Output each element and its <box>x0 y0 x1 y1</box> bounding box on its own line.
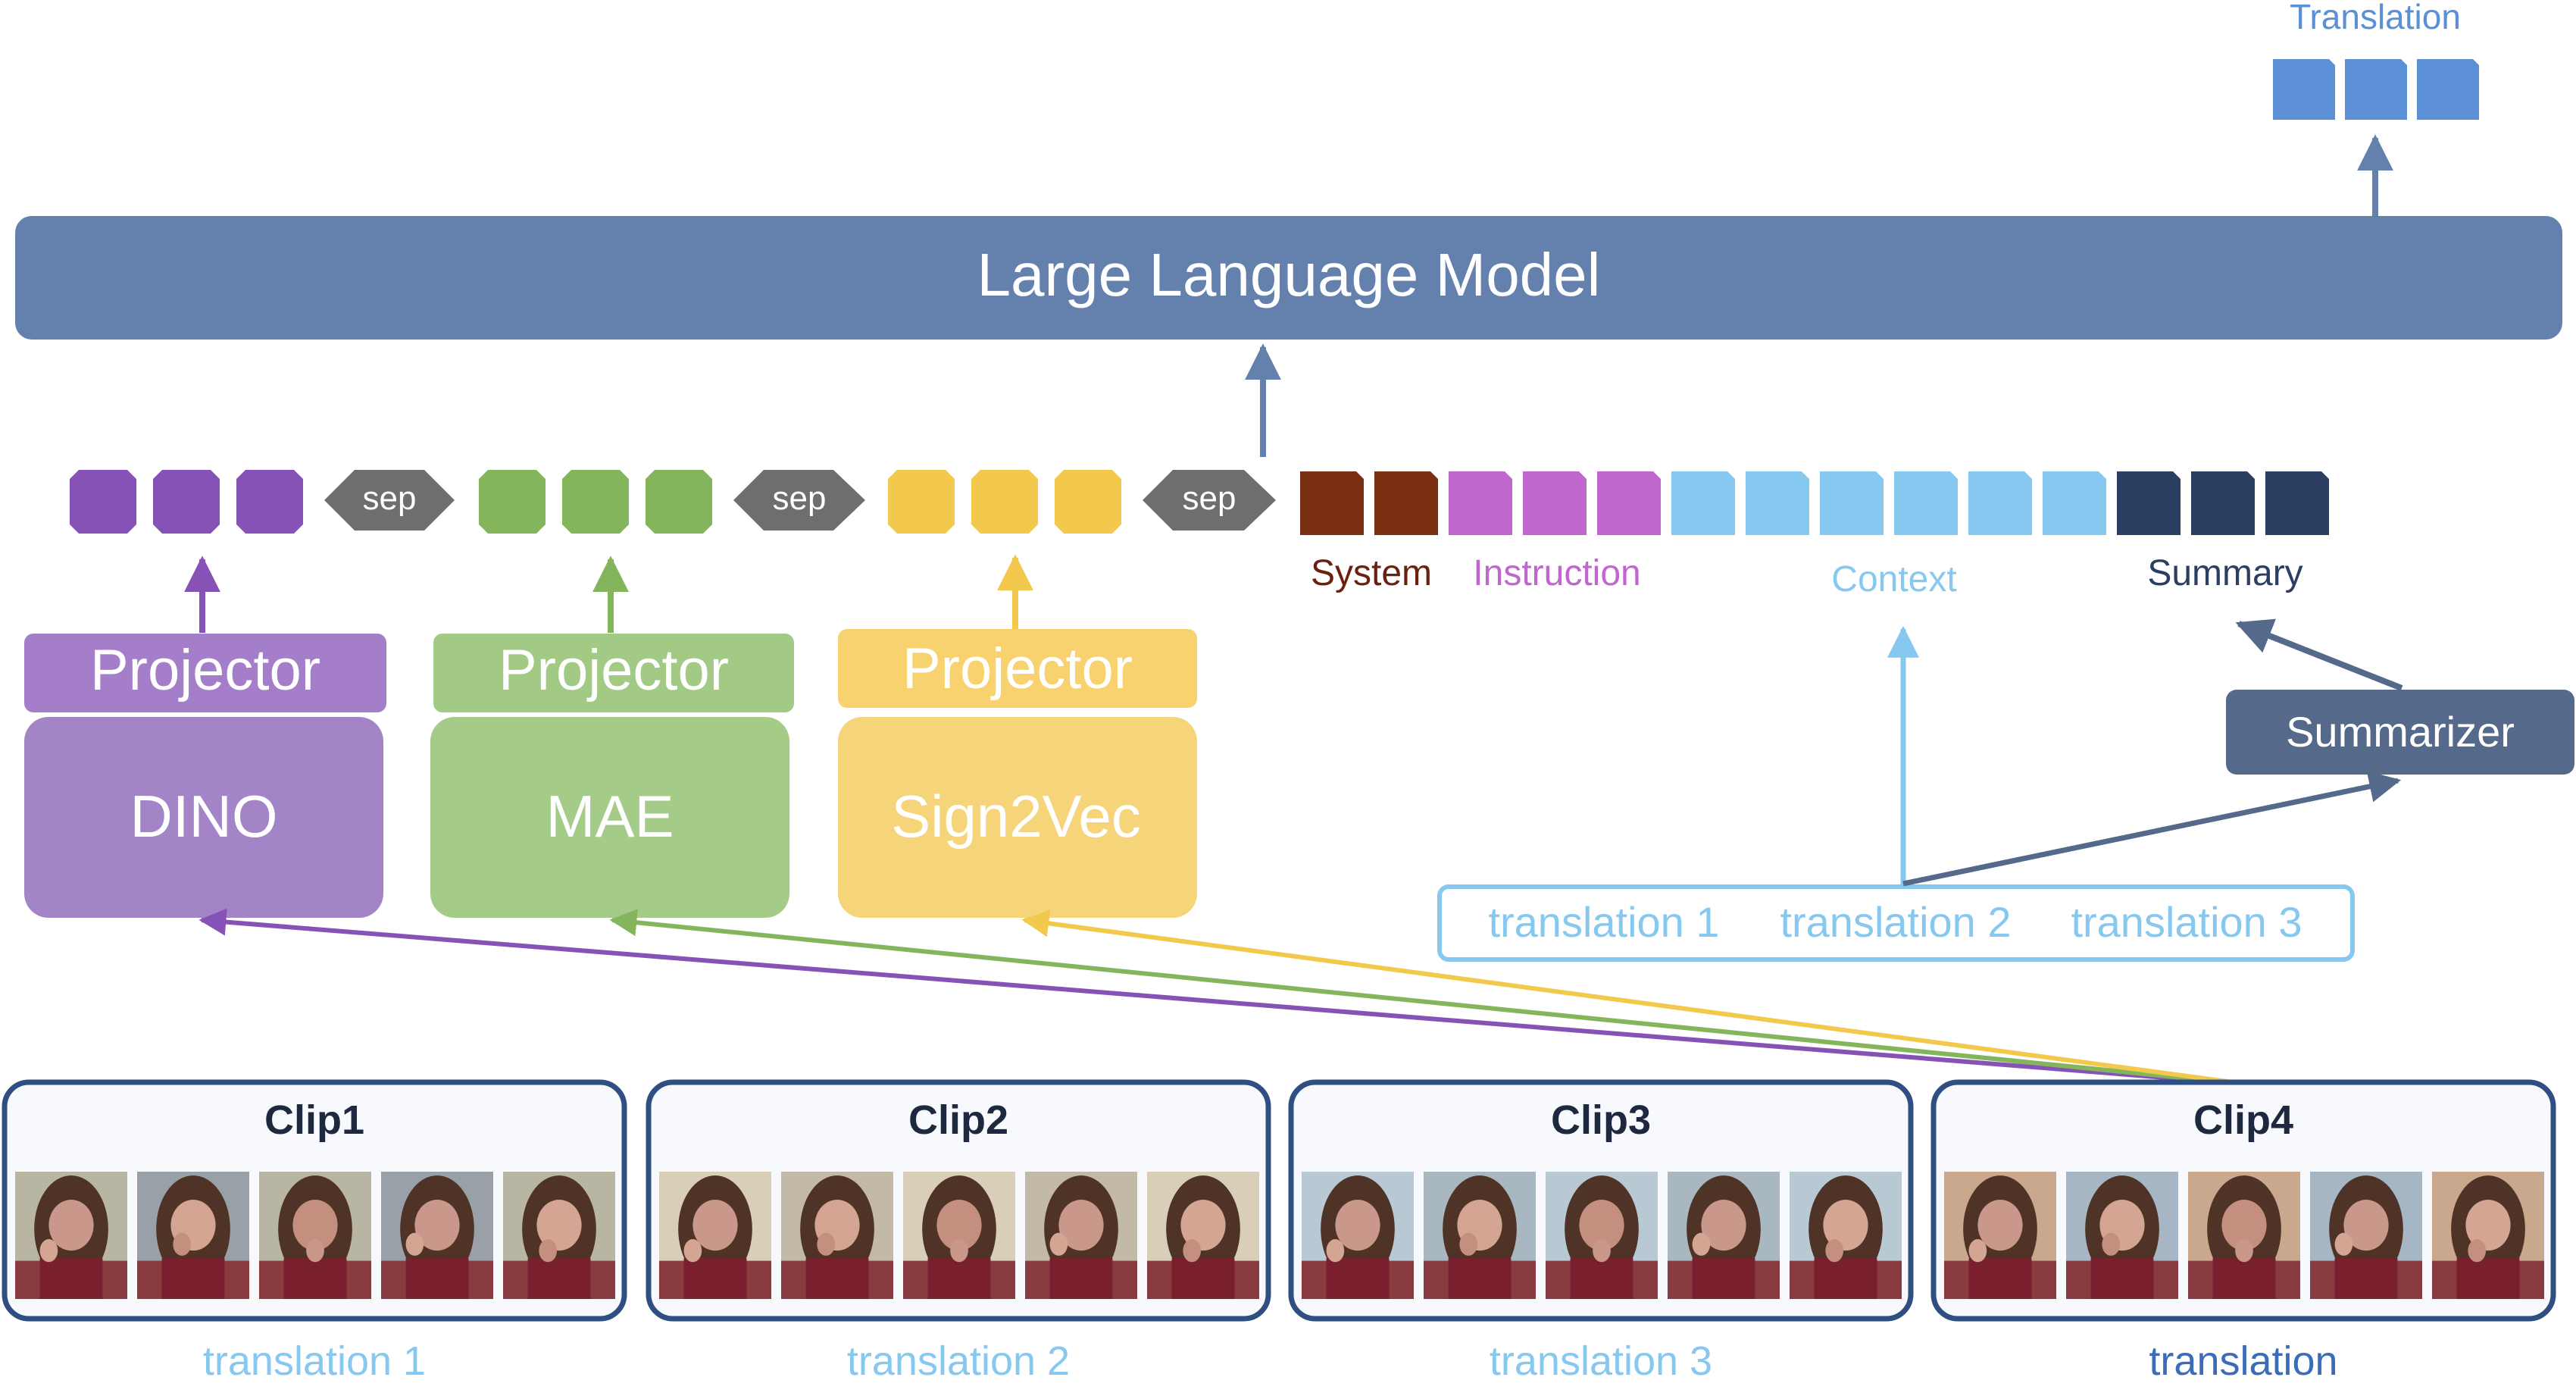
dino-visual-token <box>236 470 303 534</box>
context-token <box>1820 471 1884 535</box>
clip-panel: Clip4 <box>1930 1079 2556 1322</box>
video-frame <box>903 1172 1015 1299</box>
video-frame <box>2066 1172 2178 1299</box>
dino-encoder-label: DINO <box>130 783 278 850</box>
svg-text:sep: sep <box>773 480 827 517</box>
sign2vec-visual-token <box>888 470 955 534</box>
dino-visual-token <box>70 470 136 534</box>
video-frame <box>1944 1172 2056 1299</box>
video-frame <box>503 1172 615 1299</box>
dino-encoder <box>24 717 383 918</box>
dino-visual-token <box>153 470 220 534</box>
summary-token <box>2191 471 2255 535</box>
context-label: Context <box>1831 559 1956 599</box>
video-frame <box>1546 1172 1658 1299</box>
sign2vec-encoder <box>838 717 1197 918</box>
sign2vec-visual-token <box>971 470 1038 534</box>
output-token <box>2417 59 2479 120</box>
output-token <box>2345 59 2407 120</box>
video-frame <box>2188 1172 2300 1299</box>
video-frame <box>1302 1172 1414 1299</box>
sign2vec-projector <box>838 629 1197 708</box>
system-token <box>1374 471 1438 535</box>
output-translation-label: Translation <box>2290 0 2461 36</box>
clip-panel: Clip3 <box>1288 1079 1914 1322</box>
clip-title: Clip1 <box>264 1097 364 1143</box>
video-frame <box>1424 1172 1536 1299</box>
prompt-token-row <box>1300 471 2329 535</box>
clip-panel: Clip1 <box>2 1079 627 1322</box>
clip-caption: translation 2 <box>847 1338 1070 1384</box>
output-translation-tokens <box>2273 59 2479 120</box>
clip4-to-sign2vec-arrow <box>1021 909 2245 1086</box>
instruction-label: Instruction <box>1473 553 1640 593</box>
sign2vec-visual-token <box>1055 470 1121 534</box>
history-to-summarizer-arrow <box>1902 771 2402 887</box>
video-frame <box>259 1172 371 1299</box>
context-token <box>2043 471 2106 535</box>
video-frame <box>781 1172 893 1299</box>
sep-token: sep <box>324 470 455 531</box>
video-frame <box>1668 1172 1780 1299</box>
clip-title: Clip3 <box>1551 1097 1651 1143</box>
dino-projector <box>24 634 386 712</box>
output-token <box>2273 59 2335 120</box>
summary-token <box>2117 471 2181 535</box>
sign2vec-encoder-label: Sign2Vec <box>891 783 1141 850</box>
history-translation-2: translation 2 <box>1780 898 2011 946</box>
translation-history-box <box>1437 884 2355 962</box>
mae-projector-label: Projector <box>499 638 729 703</box>
sep-token: sep <box>1143 470 1276 531</box>
video-frame <box>15 1172 127 1299</box>
mae-encoder <box>430 717 789 918</box>
visual-token-row <box>70 470 1121 534</box>
sign2vec-projector-label: Projector <box>902 637 1133 701</box>
summary-token <box>2265 471 2329 535</box>
context-token <box>1671 471 1735 535</box>
instruction-token <box>1523 471 1587 535</box>
history-translation-3: translation 3 <box>2071 898 2302 946</box>
clip-panel: Clip2 <box>646 1079 1271 1322</box>
summarizer-label: Summarizer <box>2286 708 2515 756</box>
video-frame <box>381 1172 493 1299</box>
video-frame <box>1147 1172 1259 1299</box>
svg-text:sep: sep <box>1183 480 1236 517</box>
system-token <box>1300 471 1364 535</box>
dino-projector-label: Projector <box>90 638 320 703</box>
llm-label: Large Language Model <box>977 241 1601 308</box>
svg-text:sep: sep <box>363 480 417 517</box>
mae-visual-token <box>479 470 546 534</box>
system-label: System <box>1311 553 1432 593</box>
context-token <box>1746 471 1809 535</box>
mae-encoder-label: MAE <box>546 783 674 850</box>
video-frame <box>137 1172 249 1299</box>
video-frame <box>1025 1172 1137 1299</box>
summarizer-to-summary-arrow <box>2235 618 2403 691</box>
summarizer-block <box>2226 690 2574 775</box>
context-token <box>1894 471 1958 535</box>
video-frame <box>659 1172 771 1299</box>
clip-title: Clip2 <box>908 1097 1008 1143</box>
clip-title: Clip4 <box>2193 1097 2293 1143</box>
clip-panels: Clip1 translation 1 Clip2 translation 2 Clip… <box>2 1079 2556 1384</box>
mae-visual-token <box>562 470 629 534</box>
mae-visual-token <box>646 470 712 534</box>
summary-label: Summary <box>2147 553 2302 593</box>
video-frame <box>2310 1172 2422 1299</box>
context-token <box>1968 471 2032 535</box>
clip-caption: translation 1 <box>203 1338 426 1384</box>
instruction-token <box>1449 471 1512 535</box>
clip-caption: translation 3 <box>1490 1338 1712 1384</box>
instruction-token <box>1597 471 1661 535</box>
history-translation-1: translation 1 <box>1488 898 1719 946</box>
video-frame <box>2432 1172 2544 1299</box>
llm-block <box>15 216 2562 340</box>
clip4-to-dino-arrow <box>199 908 2242 1086</box>
sep-token: sep <box>733 470 865 531</box>
video-frame <box>1790 1172 1902 1299</box>
clip4-to-mae-arrow <box>609 909 2243 1086</box>
mae-projector <box>433 634 794 712</box>
clip-caption: translation <box>2149 1338 2337 1384</box>
